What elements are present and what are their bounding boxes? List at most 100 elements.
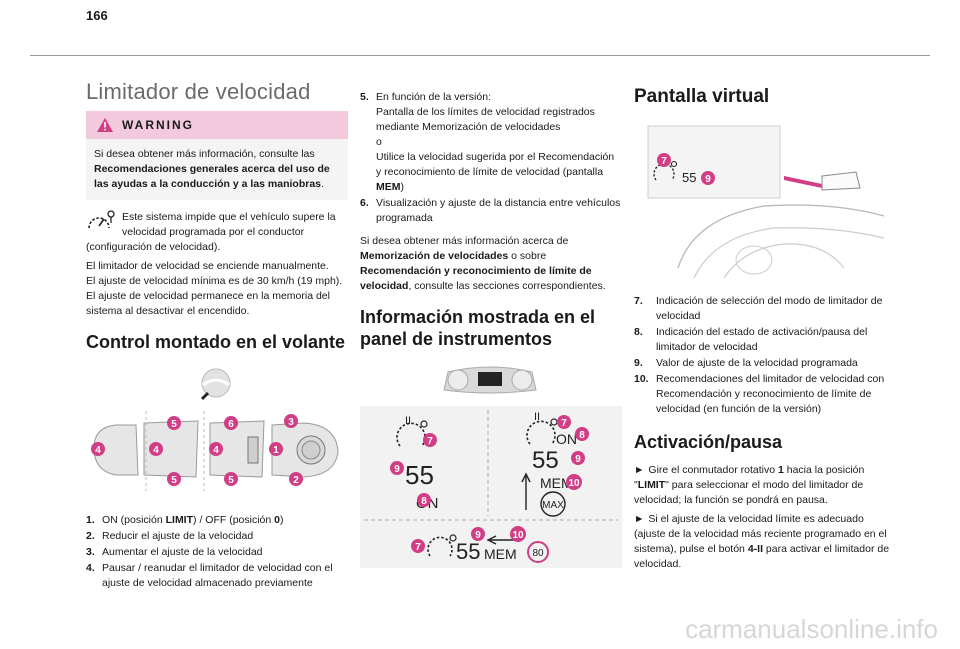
intro-line: El ajuste de velocidad mínima es de 30 k… [86, 275, 343, 287]
figure-label: 8 [417, 493, 431, 507]
svg-text:II: II [534, 411, 540, 423]
svg-text:4: 4 [213, 445, 219, 456]
svg-text:4: 4 [95, 445, 101, 456]
instrument-cluster-icon [360, 360, 622, 400]
svg-text:9: 9 [575, 454, 581, 465]
figure-label: 9 [571, 451, 585, 465]
set-speed-right: 55 [532, 447, 559, 474]
intro-line: El limitador de velocidad se enciende ma… [86, 260, 329, 272]
figure-label: 4 [149, 442, 163, 456]
svg-text:6: 6 [228, 419, 234, 430]
control-list: 1.ON (posición LIMIT) / OFF (posición 0)… [86, 513, 348, 591]
steering-control-figure: 5 6 3 4 4 4 1 5 5 2 [86, 363, 348, 503]
list-item: 2.Reducir el ajuste de la velocidad [86, 530, 254, 542]
heading-steering-control: Control montado en el volante [86, 332, 346, 352]
heading-activation: Activación/pausa [634, 432, 783, 452]
figure-label: 7 [657, 153, 671, 167]
list-item: 10.Recomendaciones del limitador de velo… [634, 373, 885, 415]
svg-text:10: 10 [512, 530, 524, 541]
column-2: 5. En función de la versión: Pantalla de… [360, 90, 622, 568]
figure-label: 3 [284, 414, 298, 428]
svg-text:7: 7 [561, 418, 567, 429]
warning-header: WARNING [86, 111, 348, 139]
svg-text:1: 1 [273, 445, 279, 456]
virtual-display-figure: 55 7 9 [634, 118, 896, 288]
svg-text:9: 9 [705, 174, 711, 185]
set-speed-bottom: 55 [456, 539, 480, 564]
list-item: 7.Indicación de selección del modo de li… [634, 295, 883, 322]
info-paragraph: Si desea obtener más información acerca … [360, 235, 606, 292]
list-item: 9.Valor de ajuste de la velocidad progra… [634, 357, 858, 369]
speed-limit-sign: 80 [532, 548, 544, 559]
on-label-right: ON [556, 431, 577, 447]
arrow-right-icon: ► [634, 464, 645, 476]
intro-paragraph: Este sistema impide que el vehículo supe… [86, 210, 348, 319]
section-title: Limitador de velocidad [86, 79, 311, 104]
list-item: 3.Aumentar el ajuste de la velocidad [86, 546, 263, 558]
figure-label: 9 [390, 461, 404, 475]
pause-mark: II [405, 415, 411, 427]
figure-label: 5 [167, 416, 181, 430]
svg-text:7: 7 [415, 542, 421, 553]
figure-label: 10 [510, 526, 526, 542]
figure-label: 7 [411, 539, 425, 553]
virtual-display-list: 7.Indicación de selección del modo de li… [634, 294, 896, 417]
svg-text:9: 9 [394, 464, 400, 475]
mem-label-right: MEM [540, 475, 573, 491]
set-speed-left: 55 [405, 460, 434, 490]
figure-label: 4 [209, 442, 223, 456]
figure-label: 9 [471, 527, 485, 541]
watermark: carmanualsonline.info [685, 614, 938, 644]
list-item: 5. En función de la versión: Pantalla de… [360, 91, 615, 193]
step-paragraph: ►Si el ajuste de la velocidad límite es … [634, 513, 890, 570]
figure-label: 5 [167, 472, 181, 486]
mem-label-bottom: MEM [484, 546, 517, 562]
figure-label: 7 [557, 415, 571, 429]
step-paragraph: ►Gire el conmutador rotativo 1 hacia la … [634, 464, 865, 506]
svg-text:3: 3 [288, 417, 294, 428]
svg-text:4: 4 [153, 445, 159, 456]
arrow-right-icon: ► [634, 513, 645, 525]
warning-icon [97, 118, 113, 132]
list-item: 1.ON (posición LIMIT) / OFF (posición 0) [86, 514, 284, 526]
speed-limiter-icon [88, 210, 115, 229]
list-item: 6.Visualización y ajuste de la distancia… [360, 197, 621, 224]
list-item: 4.Pausar / reanudar el limitador de velo… [86, 562, 333, 589]
steering-wheel-icon [200, 368, 231, 401]
figure-label: 10 [566, 474, 582, 490]
svg-text:5: 5 [228, 475, 234, 486]
top-rule [30, 55, 930, 56]
virtual-set-speed: 55 [682, 170, 696, 185]
warning-title: WARNING [122, 117, 194, 132]
figure-label: 9 [701, 171, 715, 185]
svg-text:7: 7 [661, 156, 667, 167]
max-label: MAX [542, 500, 564, 511]
intro-line: Este sistema impide que el vehículo supe… [86, 211, 336, 253]
svg-text:2: 2 [293, 475, 299, 486]
list-item: 8.Indicación del estado de activación/pa… [634, 326, 868, 353]
heading-instrument-panel: Información mostrada en el panel de inst… [360, 307, 596, 349]
svg-text:5: 5 [171, 419, 177, 430]
figure-label: 6 [224, 416, 238, 430]
heading-virtual-display: Pantalla virtual [634, 86, 770, 107]
svg-text:8: 8 [421, 496, 427, 507]
figure-label: 1 [269, 442, 283, 456]
intro-line: El ajuste de velocidad permanece en la m… [86, 290, 330, 317]
instrument-display-figure: II 55 ON II ON 55 MEM MAX 55 MEM 80 7 [360, 406, 622, 568]
column-3: Pantalla virtual 55 7 9 7.Indicación de … [634, 60, 896, 576]
svg-text:5: 5 [171, 475, 177, 486]
svg-text:8: 8 [579, 430, 585, 441]
figure-label: 4 [91, 442, 105, 456]
svg-text:9: 9 [475, 530, 481, 541]
column-1: Limitador de velocidad WARNING Si desea … [86, 60, 348, 592]
page-number: 166 [86, 8, 108, 23]
svg-text:10: 10 [568, 478, 580, 489]
figure-label: 7 [423, 433, 437, 447]
warning-text: Si desea obtener más información, consul… [94, 148, 330, 190]
continued-list: 5. En función de la versión: Pantalla de… [360, 90, 622, 226]
figure-label: 8 [575, 427, 589, 441]
svg-text:7: 7 [427, 436, 433, 447]
warning-box: WARNING Si desea obtener más información… [86, 111, 348, 200]
figure-label: 5 [224, 472, 238, 486]
figure-label: 2 [289, 472, 303, 486]
